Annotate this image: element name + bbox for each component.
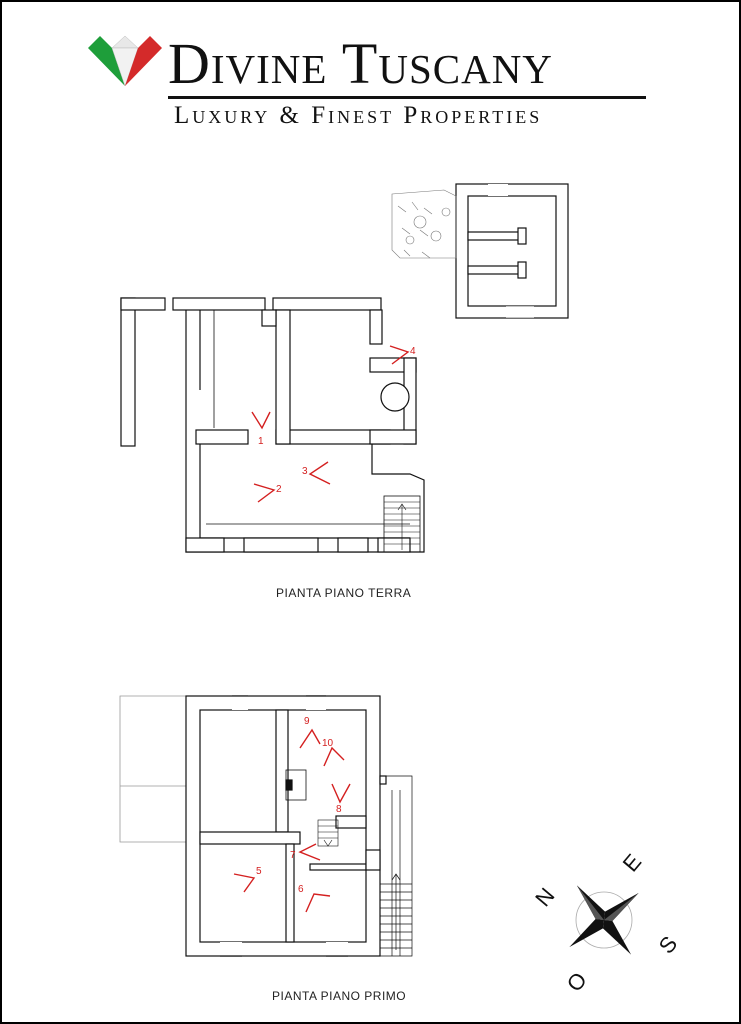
brand-logo: Divine Tuscany Luxury & Finest Propertie… bbox=[86, 30, 666, 140]
compass-north: N bbox=[530, 883, 559, 911]
viewpoint-label: 9 bbox=[304, 716, 310, 727]
viewpoint-marker-4 bbox=[389, 345, 410, 365]
diamond-flag-icon bbox=[88, 35, 162, 87]
viewpoint-label: 2 bbox=[276, 484, 282, 495]
viewpoint-label: 5 bbox=[256, 866, 262, 877]
viewpoint-label: 3 bbox=[302, 466, 308, 477]
viewpoint-label: 6 bbox=[298, 884, 304, 895]
viewpoint-label: 10 bbox=[322, 738, 334, 749]
viewpoint-marker-3 bbox=[308, 461, 331, 485]
viewpoint-label: 1 bbox=[258, 436, 264, 447]
compass-west: O bbox=[562, 967, 592, 996]
viewpoint-label: 7 bbox=[290, 850, 296, 861]
viewpoint-marker-1 bbox=[251, 411, 271, 430]
compass-east: E bbox=[618, 849, 647, 876]
first-floor-plan bbox=[119, 695, 413, 957]
brand-tagline: Luxury & Finest Properties bbox=[174, 102, 543, 129]
compass-rose-icon: N E S O bbox=[530, 849, 682, 996]
viewpoint-label: 8 bbox=[336, 804, 342, 815]
viewpoint-marker-2 bbox=[253, 483, 276, 503]
first-floor-caption: PIANTA PIANO PRIMO bbox=[272, 989, 407, 1003]
ground-floor-plan bbox=[120, 297, 425, 553]
viewpoint-marker-8 bbox=[331, 783, 351, 804]
compass-south: S bbox=[654, 931, 683, 958]
viewpoint-marker-9 bbox=[299, 728, 321, 749]
viewpoint-marker-5 bbox=[233, 873, 256, 893]
viewpoint-marker-7 bbox=[298, 843, 321, 861]
brand-name: Divine Tuscany bbox=[168, 31, 553, 96]
brand-underline bbox=[168, 96, 646, 99]
viewpoint-label: 4 bbox=[410, 346, 416, 357]
viewpoint-marker-6 bbox=[305, 893, 331, 913]
annex-plan bbox=[391, 183, 569, 319]
viewpoint-marker-10 bbox=[323, 746, 345, 767]
ground-floor-caption: PIANTA PIANO TERRA bbox=[276, 586, 412, 600]
